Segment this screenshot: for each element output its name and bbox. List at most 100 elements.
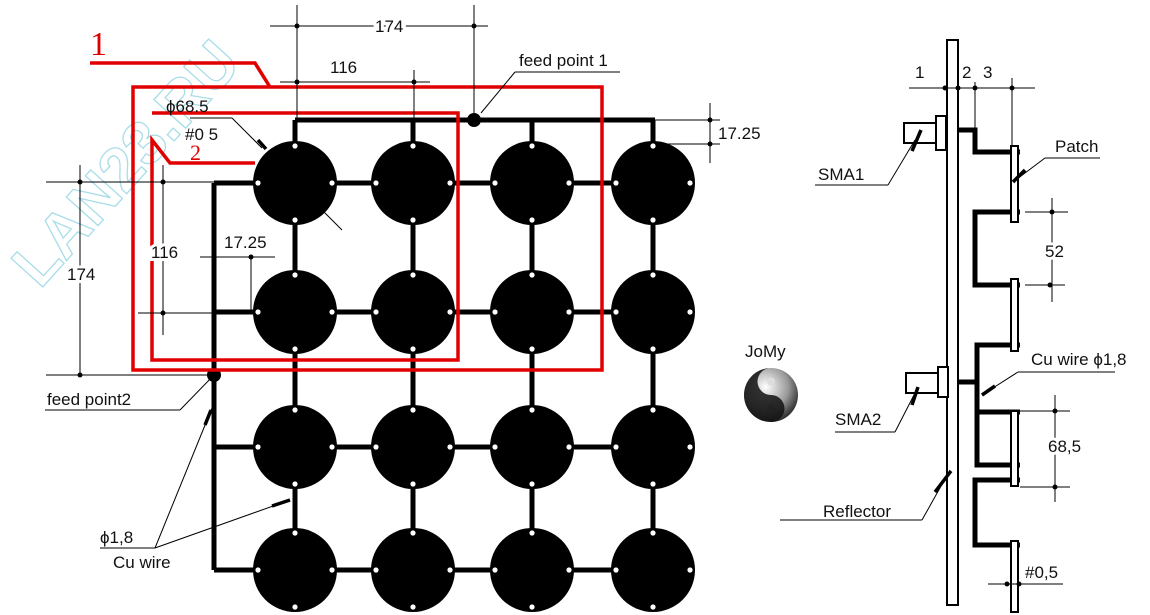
patch-disc	[611, 528, 695, 612]
sma1-label: SMA1	[818, 165, 864, 184]
side-spacing-2: 2	[962, 63, 971, 82]
contact-point	[410, 407, 416, 413]
side-view: 1 2 3 SMA1 SMA2 Patch 52 Cu wire ϕ1,8 68…	[780, 39, 1127, 613]
patch-disc	[611, 141, 695, 225]
logo-label: JoMy	[745, 342, 786, 361]
contact-point	[650, 530, 656, 536]
dim-left-offset: 17.25	[224, 233, 267, 252]
patch-disc	[371, 405, 455, 489]
contact-point	[650, 481, 656, 487]
side-spacing-3: 3	[983, 63, 992, 82]
patch	[490, 270, 574, 354]
contact-point	[613, 309, 619, 315]
patch-disc	[611, 405, 695, 489]
patch-disc	[253, 141, 337, 225]
contact-point	[329, 567, 335, 573]
contact-point	[373, 309, 379, 315]
wire-leader-marks	[203, 138, 291, 508]
patch	[253, 141, 337, 225]
dim-right-offset: 17.25	[718, 124, 761, 143]
feed-point-1-dot	[467, 113, 481, 127]
contact-point	[650, 604, 656, 610]
section-1-label: 1	[90, 26, 107, 63]
contact-point	[566, 309, 572, 315]
contact-point	[373, 444, 379, 450]
wire-diameter-label: ϕ1,8	[100, 528, 133, 547]
dim-top-inner: 116	[330, 58, 357, 77]
patch-disc	[371, 528, 455, 612]
feed-point-2-label: feed point2	[47, 390, 131, 409]
section-2-label: 2	[190, 140, 201, 165]
contact-point	[613, 567, 619, 573]
sma-connector-2	[905, 366, 949, 398]
contact-point	[529, 604, 535, 610]
patch	[611, 270, 695, 354]
contact-point	[410, 346, 416, 352]
patch-disc	[490, 528, 574, 612]
contact-point	[650, 346, 656, 352]
contact-point	[329, 444, 335, 450]
patch-array	[253, 141, 695, 612]
patch	[371, 528, 455, 612]
patch	[371, 141, 455, 225]
contact-point	[292, 481, 298, 487]
side-wire-label: Cu wire ϕ1,8	[1031, 350, 1127, 369]
patch-disc	[611, 270, 695, 354]
patch	[371, 405, 455, 489]
contact-point	[687, 567, 693, 573]
contact-point	[650, 407, 656, 413]
contact-point	[447, 180, 453, 186]
contact-point	[292, 604, 298, 610]
wire-material-label: Cu wire	[113, 553, 171, 572]
side-spacing-1: 1	[915, 63, 924, 82]
contact-point	[650, 143, 656, 149]
contact-point	[492, 567, 498, 573]
contact-point	[373, 567, 379, 573]
contact-point	[410, 217, 416, 223]
contact-point	[650, 272, 656, 278]
patch-disc	[490, 405, 574, 489]
logo: JoMy	[744, 342, 798, 422]
contact-point	[292, 272, 298, 278]
sma2-label: SMA2	[835, 410, 881, 429]
side-gap-dim: 52	[1045, 242, 1064, 261]
feed-point-1-label: feed point 1	[519, 51, 608, 70]
contact-point	[529, 143, 535, 149]
sma-connector-1	[903, 115, 947, 151]
contact-point	[529, 272, 535, 278]
dim-left-outer: 174	[67, 265, 95, 284]
contact-point	[255, 444, 261, 450]
contact-point	[529, 217, 535, 223]
contact-point	[292, 407, 298, 413]
contact-point	[529, 346, 535, 352]
contact-point	[687, 444, 693, 450]
contact-point	[410, 272, 416, 278]
contact-point	[529, 530, 535, 536]
contact-point	[255, 567, 261, 573]
contact-point	[447, 567, 453, 573]
contact-point	[329, 180, 335, 186]
contact-point	[566, 180, 572, 186]
contact-point	[492, 180, 498, 186]
patch-disc	[371, 141, 455, 225]
side-patch-length-dim: 68,5	[1048, 437, 1081, 456]
contact-point	[650, 217, 656, 223]
contact-point	[613, 444, 619, 450]
contact-point	[410, 530, 416, 536]
contact-point	[566, 567, 572, 573]
side-patches	[1010, 145, 1019, 613]
patch	[371, 270, 455, 354]
contact-point	[687, 180, 693, 186]
patch	[611, 528, 695, 612]
side-thickness-dim: #0,5	[1025, 563, 1058, 582]
contact-point	[613, 180, 619, 186]
patch	[490, 528, 574, 612]
reflector	[946, 39, 959, 606]
contact-point	[492, 309, 498, 315]
contact-point	[292, 346, 298, 352]
patch	[253, 528, 337, 612]
yin-yang-icon	[744, 368, 798, 422]
patch-disc	[253, 270, 337, 354]
side-dimension-ticks	[942, 85, 1058, 587]
contact-point	[447, 444, 453, 450]
